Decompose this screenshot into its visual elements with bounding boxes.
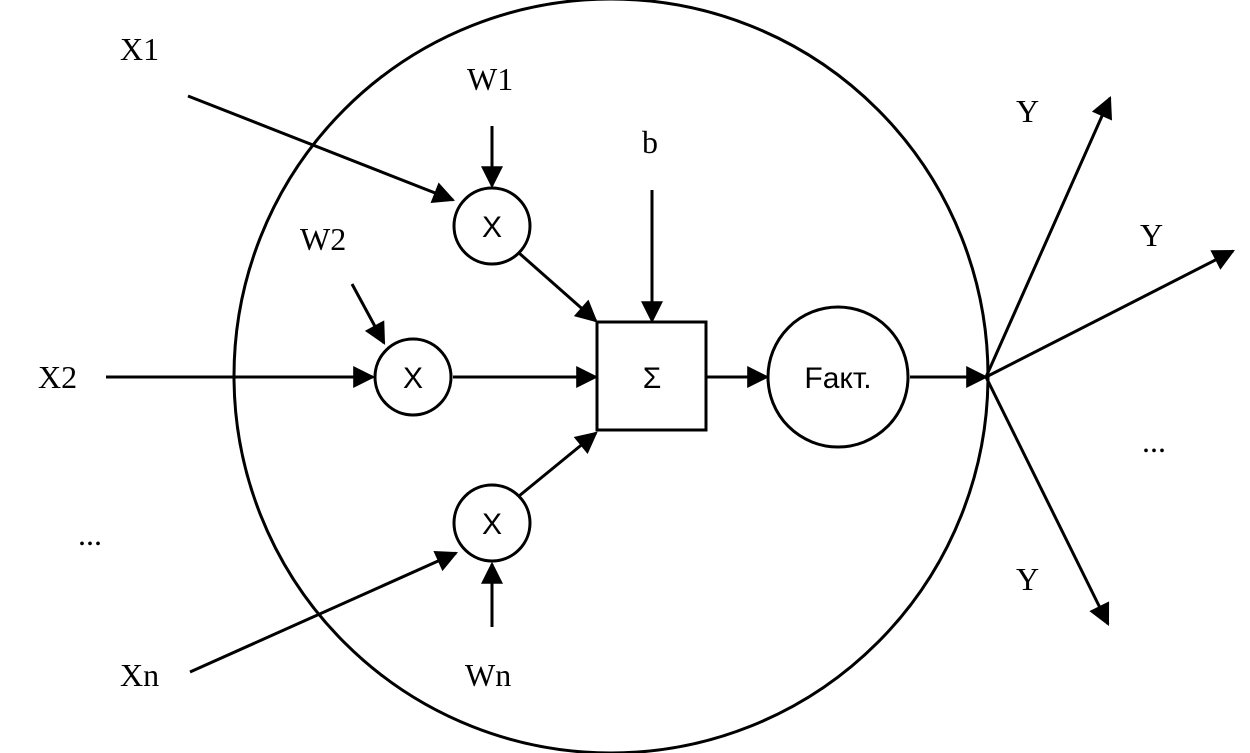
multiplier-node-2: X bbox=[373, 337, 453, 417]
multiplier-label: X bbox=[482, 211, 502, 244]
xn-input-arrow bbox=[189, 551, 459, 674]
input-label-xn: Xn bbox=[120, 657, 159, 693]
output-arrow-top bbox=[984, 95, 1113, 378]
activation-node: Fакт. bbox=[766, 305, 910, 449]
summation-symbol: Σ bbox=[643, 362, 662, 395]
w2-arrow bbox=[350, 283, 386, 345]
summation-node: Σ bbox=[595, 320, 708, 432]
multiplier-label: X bbox=[482, 508, 502, 541]
multiplier-node-1: X bbox=[452, 186, 532, 266]
weight-label-w1: W1 bbox=[467, 61, 513, 97]
multiplier-label: X bbox=[403, 362, 423, 395]
x1-input-arrow bbox=[187, 94, 456, 204]
output-label-y-bottom: Y bbox=[1016, 561, 1039, 597]
output-label-y-mid: Y bbox=[1140, 217, 1163, 253]
multn-to-sum-arrow bbox=[518, 431, 598, 498]
input-label-x2: X2 bbox=[38, 359, 77, 395]
output-label-y-top: Y bbox=[1016, 93, 1039, 129]
mult1-to-sum-arrow bbox=[518, 251, 598, 323]
input-label-x1: X1 bbox=[120, 31, 159, 67]
output-ellipsis: ... bbox=[1142, 423, 1166, 459]
input-ellipsis: ... bbox=[78, 516, 102, 552]
output-arrow-mid bbox=[985, 249, 1235, 379]
bias-label: b bbox=[642, 124, 658, 160]
weight-label-w2: W2 bbox=[300, 221, 346, 257]
weight-label-wn: Wn bbox=[465, 657, 511, 693]
multiplier-node-n: X bbox=[452, 483, 532, 563]
activation-label: Fакт. bbox=[804, 362, 871, 395]
output-arrow-bottom bbox=[984, 376, 1110, 626]
